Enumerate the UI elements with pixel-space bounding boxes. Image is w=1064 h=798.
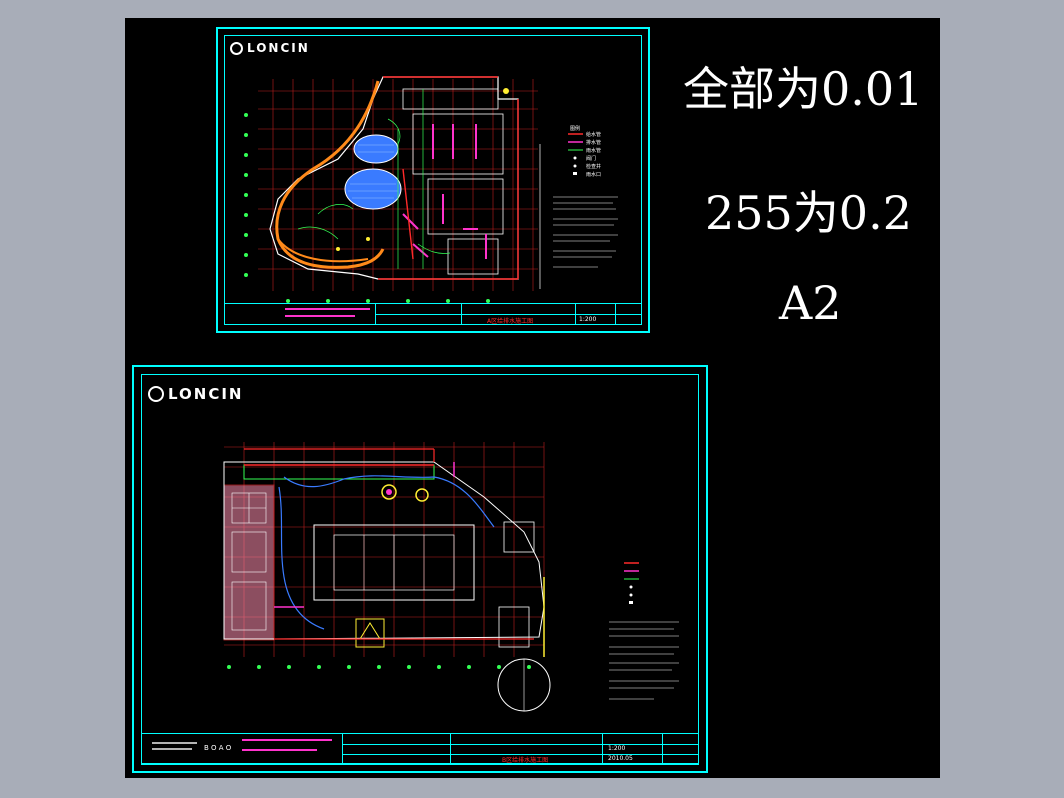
legend-title: 图例 xyxy=(570,126,581,132)
drawing-scale: 1:200 xyxy=(579,316,597,323)
drawing-name: A区给排水施工图 xyxy=(487,318,534,325)
firm-code: B O A O xyxy=(204,744,232,752)
drawing-sheet-top[interactable]: LONCIN xyxy=(216,27,650,333)
logo-text: LONCIN xyxy=(168,385,244,403)
title-block-bottom[interactable]: B O A O B区给排水施工图 1:200 2010.05 xyxy=(141,733,699,765)
logo-text: LONCIN xyxy=(247,41,310,55)
legend-item: 给水管 xyxy=(586,132,602,138)
drawing-sheet-bottom[interactable]: LONCIN xyxy=(132,365,708,773)
legend-item: 检查井 xyxy=(586,164,602,170)
legend-item: 雨水管 xyxy=(586,148,602,154)
legend-item: 雨水口 xyxy=(586,172,602,178)
note-line-2: 255为0.2 xyxy=(705,186,912,240)
title-block-top[interactable]: A区给排水施工图 1:200 xyxy=(224,303,642,325)
loncin-logo: LONCIN xyxy=(148,385,243,403)
drawing-scale: 1:200 xyxy=(608,745,626,752)
legend-top xyxy=(568,133,583,175)
drawing-date: 2010.05 xyxy=(608,755,633,762)
drawing-name: B区给排水施工图 xyxy=(502,757,549,764)
note-line-3: A2 xyxy=(779,276,842,330)
legend-bottom xyxy=(624,562,639,604)
loncin-logo: LONCIN xyxy=(230,41,310,55)
note-line-1: 全部为0.01 xyxy=(683,62,924,116)
legend-item: 排水管 xyxy=(586,140,602,146)
legend-item: 阀门 xyxy=(586,156,597,162)
cad-drawing-canvas[interactable]: LONCIN xyxy=(125,18,940,778)
site-plan-bottom[interactable] xyxy=(134,367,706,771)
site-plan-top[interactable] xyxy=(218,29,648,331)
